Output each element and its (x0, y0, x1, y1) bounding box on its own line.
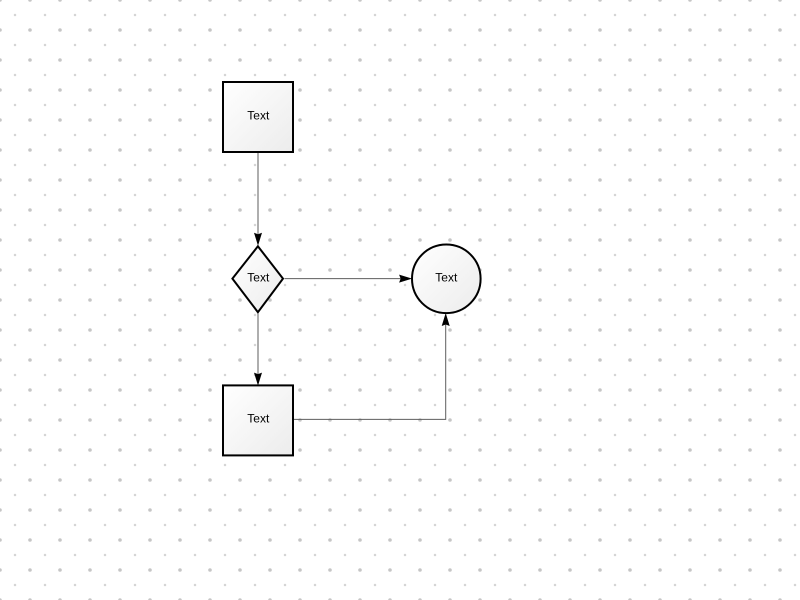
svg-text:Text: Text (247, 412, 270, 426)
svg-text:Text: Text (247, 271, 270, 285)
svg-text:Text: Text (435, 271, 458, 285)
svg-text:Text: Text (247, 109, 270, 123)
